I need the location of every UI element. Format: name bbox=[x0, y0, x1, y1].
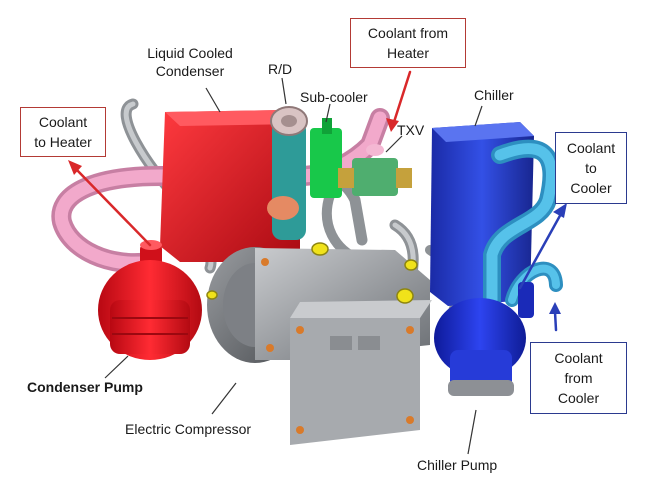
callout-coolant-to-cooler: Coolant to Cooler bbox=[555, 132, 627, 204]
light-blue-coolant-hose bbox=[483, 139, 563, 309]
label-chiller-pump: Chiller Pump bbox=[417, 457, 498, 473]
label-line: Liquid Cooled bbox=[147, 45, 233, 61]
label-condenser-pump: Condenser Pump bbox=[27, 379, 143, 395]
arrow-from-heater bbox=[386, 70, 412, 132]
callout-line: to bbox=[585, 160, 597, 176]
txv-valve bbox=[338, 144, 412, 196]
callout-coolant-from-cooler: Coolant from Cooler bbox=[530, 342, 627, 414]
sub-cooler bbox=[310, 118, 342, 198]
arrow-to-cooler bbox=[518, 203, 567, 290]
callout-coolant-to-heater: Coolant to Heater bbox=[20, 107, 106, 157]
callout-line: Cooler bbox=[570, 180, 612, 196]
electric-compressor bbox=[207, 247, 432, 445]
callout-line: Coolant bbox=[554, 350, 603, 366]
leader-lines bbox=[104, 77, 483, 455]
label-electric-compressor: Electric Compressor bbox=[125, 421, 252, 437]
chiller-pump bbox=[434, 282, 534, 396]
receiver-dryer bbox=[267, 106, 308, 240]
arrow-to-heater bbox=[68, 160, 152, 247]
label-line: Condenser bbox=[155, 63, 225, 79]
callout-line: from bbox=[564, 370, 593, 386]
liquid-cooled-condenser bbox=[160, 110, 300, 262]
callout-line: Heater bbox=[386, 45, 430, 61]
callout-line: to Heater bbox=[34, 134, 92, 150]
callout-line: Coolant bbox=[566, 140, 616, 156]
callout-line: Coolant bbox=[38, 114, 88, 130]
label-liquid-cooled-condenser: Liquid Cooled Condenser bbox=[135, 44, 245, 80]
callout-line: Cooler bbox=[557, 390, 600, 406]
label-sub-cooler: Sub-cooler bbox=[300, 89, 368, 105]
callout-coolant-from-heater: Coolant from Heater bbox=[350, 18, 466, 68]
label-rd: R/D bbox=[268, 61, 293, 77]
label-txv: TXV bbox=[397, 122, 425, 138]
chiller bbox=[430, 122, 534, 306]
flow-arrows bbox=[68, 70, 567, 332]
arrow-from-cooler bbox=[549, 302, 561, 332]
label-chiller: Chiller bbox=[474, 87, 514, 103]
callout-line: Coolant from bbox=[367, 25, 449, 41]
condenser-pump bbox=[98, 240, 202, 360]
fittings bbox=[206, 242, 418, 304]
